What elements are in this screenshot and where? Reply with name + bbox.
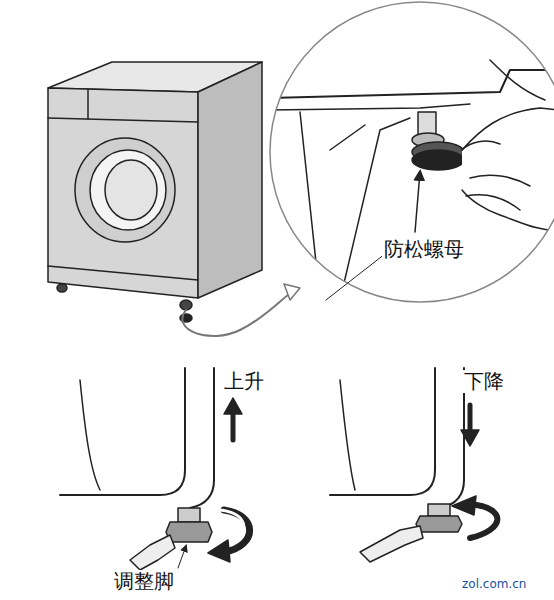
- direction-label: 下降: [462, 370, 506, 393]
- part-label: 防松螺母: [382, 238, 466, 261]
- part-label: 调整脚: [112, 570, 176, 593]
- direction-label: 上升: [222, 370, 266, 393]
- watermark: zol.com.cn: [460, 578, 528, 592]
